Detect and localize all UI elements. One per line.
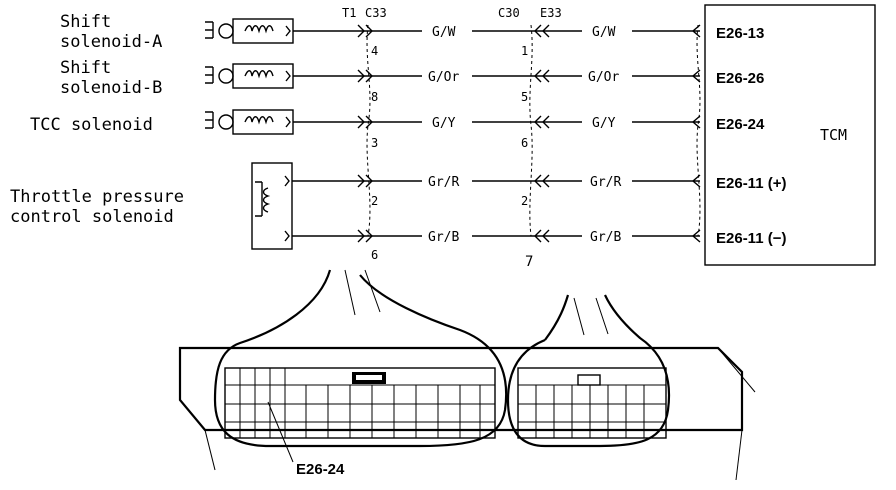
shift-solenoid-a-label-line2: solenoid-A — [60, 32, 162, 52]
coil-icon — [244, 25, 274, 34]
coil-icon — [262, 187, 271, 213]
wire-color-1-right: G/W — [592, 25, 616, 40]
pin-c30-e33-4: 2 — [521, 194, 528, 208]
connector-c30-e33: C30 E33 1 5 6 2 7 — [498, 6, 562, 270]
wire-color-2-left: G/Or — [428, 70, 459, 85]
coil-icon — [244, 70, 274, 79]
throttle-pressure-control-solenoid-label: Throttle pressure control solenoid — [10, 187, 184, 227]
wire-color-labels: G/W G/W G/Or G/Or G/Y G/Y Gr/R Gr/R Gr/B… — [422, 23, 632, 245]
pin-c30-e33-1: 1 — [521, 44, 528, 58]
connector-e33-label: E33 — [540, 6, 562, 20]
ground-icon — [205, 21, 214, 39]
coil-icon — [244, 116, 274, 125]
latch-icon — [577, 374, 601, 386]
wire-color-3-left: G/Y — [432, 116, 456, 131]
tcc-solenoid-label: TCC solenoid — [30, 115, 153, 135]
pin-t1-c33-2: 8 — [371, 90, 378, 104]
tcm-box: TCM E26-13 E26-26 E26-24 E26-11 (+) E26-… — [704, 4, 876, 266]
connector-t1-label: T1 — [342, 6, 356, 20]
shift-solenoid-a-label: Shift solenoid-A — [60, 12, 162, 52]
pin-c30-e33-3: 6 — [521, 136, 528, 150]
shift-solenoid-a-label-line1: Shift — [60, 12, 111, 32]
wires — [292, 30, 700, 237]
tcm-connector — [691, 24, 701, 243]
shift-solenoid-b-label-line1: Shift — [60, 58, 111, 78]
wire-color-5-right: Gr/B — [590, 230, 621, 245]
solenoid-symbol-b — [205, 63, 294, 89]
wire-color-4-left: Gr/R — [428, 175, 459, 190]
pin-t1-c33-1: 4 — [371, 44, 378, 58]
throttle-solenoid-label-line1: Throttle pressure — [10, 187, 184, 207]
tcm-label: TCM — [820, 126, 847, 144]
tcm-terminal-5: E26-11 (−) — [716, 230, 786, 247]
pin-c30-e33-2: 5 — [521, 90, 528, 104]
tcm-terminal-3: E26-24 — [716, 116, 765, 133]
throttle-solenoid-label-line2: control solenoid — [10, 207, 174, 227]
tcm-terminal-1: E26-13 — [716, 25, 764, 42]
connector-face-view: E26-24 — [178, 269, 756, 481]
pin-t1-c33-4: 2 — [371, 194, 378, 208]
connector-t1-c33: T1 C33 4 8 3 2 6 — [342, 6, 387, 262]
wire-color-3-right: G/Y — [592, 116, 616, 131]
tcm-terminal-2: E26-26 — [716, 70, 764, 87]
wire-color-2-right: G/Or — [588, 70, 619, 85]
shift-solenoid-b-label: Shift solenoid-B — [60, 58, 162, 98]
connector-callout-label: E26-24 — [296, 461, 345, 478]
shift-solenoid-b-label-line2: solenoid-B — [60, 78, 162, 98]
connector-c33-label: C33 — [365, 6, 387, 20]
pin-c30-e33-5: 7 — [525, 254, 533, 270]
solenoid-symbol-throttle — [251, 162, 293, 250]
ground-icon — [205, 111, 214, 129]
callout-leader — [267, 401, 294, 463]
wire-color-1-left: G/W — [432, 25, 456, 40]
tcm-terminal-4: E26-11 (+) — [716, 175, 786, 192]
solenoid-symbol-tcc — [205, 109, 294, 135]
connector-c30-label: C30 — [498, 6, 520, 20]
solenoid-symbol-a — [205, 18, 294, 44]
wire-color-4-right: Gr/R — [590, 175, 621, 190]
pin-t1-c33-3: 3 — [371, 136, 378, 150]
ground-icon — [205, 66, 214, 84]
pin-t1-c33-5: 6 — [371, 248, 378, 262]
wire-color-5-left: Gr/B — [428, 230, 459, 245]
